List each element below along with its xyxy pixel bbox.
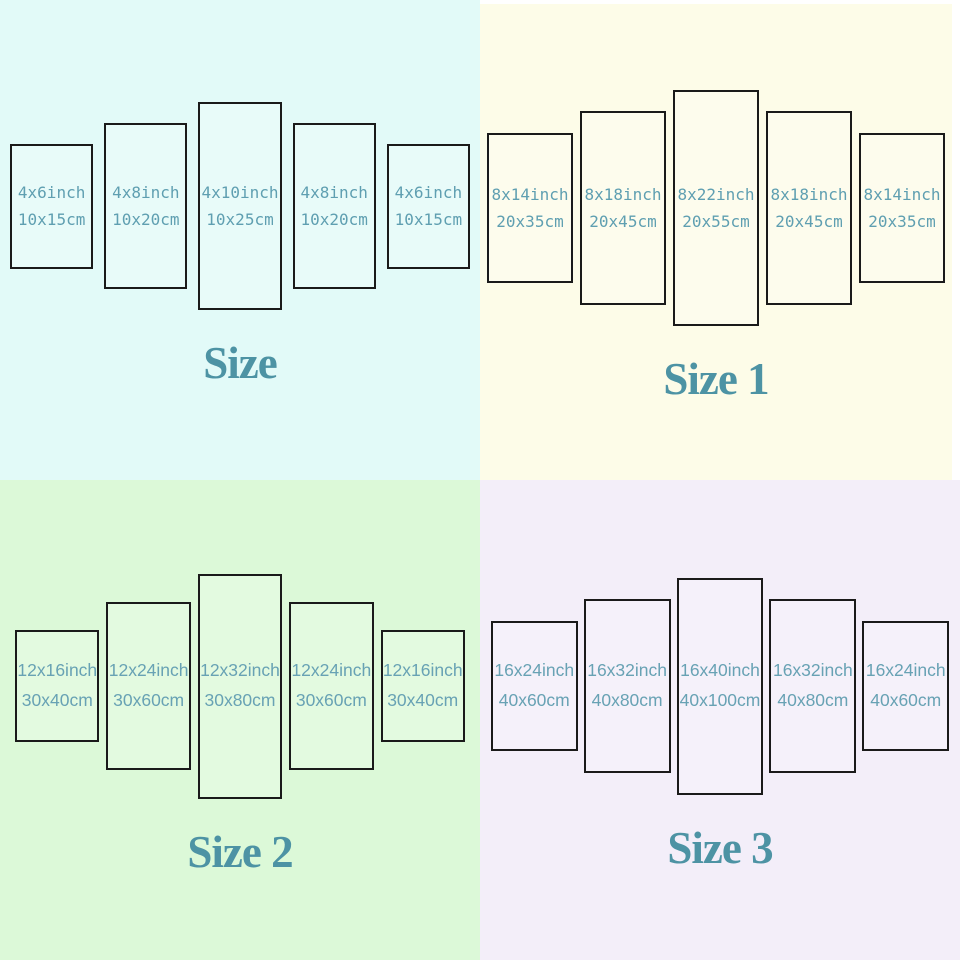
panel-size-label: 4x8inch 10x20cm [112,182,180,230]
canvas-panel: 12x32inch 30x80cm [197,573,283,799]
canvas-panel: 4x6inch 10x15cm [10,143,94,269]
quadrant-title: Size 1 [663,354,769,405]
canvas-panel: 4x8inch 10x20cm [104,122,188,290]
canvas-panel: 16x32inch 40x80cm [769,599,857,773]
panel-size-label: 12x16inch 30x40cm [17,660,98,711]
canvas-panel: 8x22inch 20x55cm [673,89,759,327]
quadrant-title: Size 2 [187,826,293,877]
panel-row: 12x16inch 30x40cm 12x24inch 30x60cm 12x3… [15,573,465,799]
canvas-panel: 16x24inch 40x60cm [490,620,578,752]
canvas-panel: 16x32inch 40x80cm [583,599,671,773]
canvas-panel: 8x18inch 20x45cm [766,111,852,305]
canvas-panel: 4x8inch 10x20cm [292,122,376,290]
panel-size-label: 12x24inch 30x60cm [291,660,372,711]
panel-size-label: 8x18inch 20x45cm [584,184,662,232]
panel-size-label: 8x18inch 20x45cm [770,184,848,232]
panel-size-label: 4x6inch 10x15cm [394,182,463,230]
canvas-panel: 16x24inch 40x60cm [862,620,950,752]
canvas-panel: 8x14inch 20x35cm [487,132,573,284]
canvas-panel: 12x24inch 30x60cm [289,601,374,771]
canvas-panel: 4x6inch 10x15cm [386,143,470,269]
panel-size-label: 16x24inch 40x60cm [494,660,575,711]
quadrant-title: Size [203,338,277,389]
quadrant-title: Size 3 [667,822,773,873]
panel-row: 4x6inch 10x15cm 4x8inch 10x20cm 4x10inch… [10,102,470,311]
canvas-panel: 16x40inch 40x100cm [676,577,764,795]
panel-size-label: 12x16inch 30x40cm [382,660,463,711]
canvas-panel: 12x16inch 30x40cm [380,629,465,743]
panel-size-label: 4x10inch 10x25cm [201,182,279,230]
canvas-panel: 8x14inch 20x35cm [859,132,945,284]
canvas-panel: 4x10inch 10x25cm [198,102,282,311]
panel-size-label: 4x6inch 10x15cm [17,182,86,230]
panel-size-label: 16x32inch 40x80cm [587,660,668,711]
panel-row: 16x24inch 40x60cm 16x32inch 40x80cm 16x4… [490,577,950,795]
panel-size-label: 16x24inch 40x60cm [865,660,946,711]
quadrant-size-2: 12x16inch 30x40cm 12x24inch 30x60cm 12x3… [0,480,480,960]
panel-size-label: 12x24inch 30x60cm [108,660,189,711]
panel-row: 8x14inch 20x35cm 8x18inch 20x45cm 8x22in… [487,89,945,327]
panel-size-label: 4x8inch 10x20cm [300,182,368,230]
panel-size-label: 16x40inch 40x100cm [679,660,761,711]
panel-size-label: 8x22inch 20x55cm [677,184,755,232]
canvas-panel: 8x18inch 20x45cm [580,111,666,305]
quadrant-size-3: 16x24inch 40x60cm 16x32inch 40x80cm 16x4… [480,480,960,960]
quadrant-size: 4x6inch 10x15cm 4x8inch 10x20cm 4x10inch… [0,0,480,480]
panel-size-label: 12x32inch 30x80cm [200,660,280,711]
canvas-panel: 12x24inch 30x60cm [106,601,191,771]
panel-size-label: 8x14inch 20x35cm [491,184,569,232]
panel-size-label: 16x32inch 40x80cm [772,660,853,711]
canvas-panel: 12x16inch 30x40cm [15,629,100,743]
quadrant-size-1: 8x14inch 20x35cm 8x18inch 20x45cm 8x22in… [480,0,960,480]
panel-size-label: 8x14inch 20x35cm [863,184,941,232]
